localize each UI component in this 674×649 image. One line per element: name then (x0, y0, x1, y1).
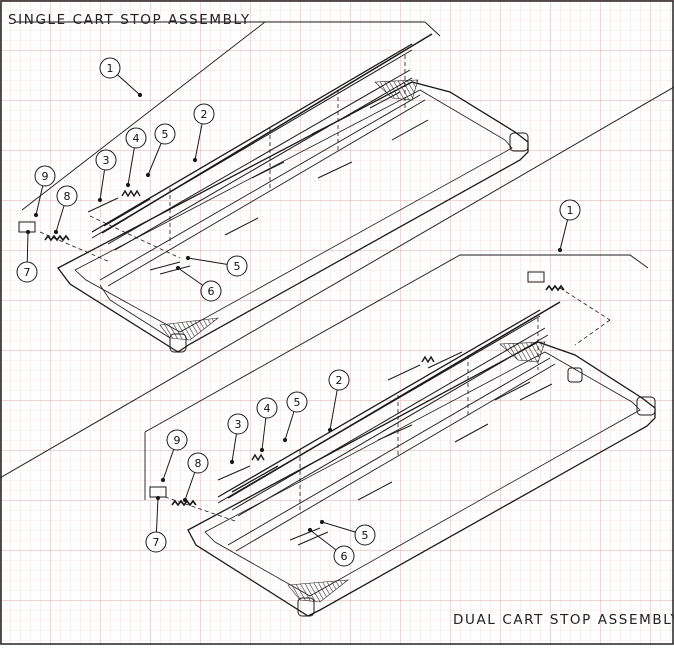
dual-callout-7: 6 (307, 527, 355, 567)
balloon-number: 4 (133, 132, 140, 145)
leader-tip (125, 182, 131, 188)
balloon-circle (227, 413, 249, 435)
balloon-circle (226, 255, 248, 277)
dual-assembly-title: DUAL CART STOP ASSEMBLY (453, 612, 674, 628)
balloon-circle (333, 545, 355, 567)
leader-tip (160, 477, 166, 483)
single-callout-1: 1 (99, 57, 143, 98)
leader-tip (137, 92, 143, 98)
balloon-number: 5 (362, 529, 369, 542)
balloon-number: 5 (234, 260, 241, 273)
balloon-number: 6 (208, 285, 215, 298)
single-callout-6: 5 (185, 255, 248, 277)
dual-callout-frame (144, 254, 649, 433)
leader-tip (259, 447, 265, 453)
balloon-number: 6 (341, 550, 348, 563)
balloon-circle (354, 524, 376, 546)
leader-tip (307, 527, 313, 533)
dual-hatch-front (287, 579, 349, 603)
balloon-number: 3 (103, 154, 110, 167)
leader-tip (327, 427, 333, 433)
balloon-number: 1 (107, 62, 114, 75)
leader-tip (282, 437, 288, 443)
balloon-number: 9 (174, 434, 181, 447)
balloon-circle (559, 199, 581, 221)
leader-tip (192, 157, 198, 163)
balloon-number: 4 (264, 402, 271, 415)
balloon-number: 8 (64, 190, 71, 203)
dual-callout-1: 1 (557, 199, 581, 253)
balloon-circle (286, 391, 308, 413)
dual-callout-3: 3 (227, 413, 249, 465)
single-callout-4: 4 (125, 127, 147, 188)
single-callout-8: 7 (16, 229, 38, 283)
dual-assembly (144, 254, 656, 617)
single-base-tray (57, 81, 529, 353)
single-callout-5: 5 (145, 123, 176, 178)
balloon-number: 7 (153, 536, 160, 549)
leader-tip (53, 229, 59, 235)
callout-balloons: 1 2 3 4 5 5 6 7 8 9 1 2 3 4 5 5 6 7 8 9 (16, 57, 581, 567)
balloon-circle (34, 165, 56, 187)
leader-tip (319, 519, 325, 525)
balloon-circle (145, 531, 167, 553)
balloon-number: 5 (162, 128, 169, 141)
single-callout-9: 8 (53, 185, 78, 235)
section-divider (0, 86, 674, 479)
single-callout-7: 6 (175, 265, 222, 302)
balloon-number: 5 (294, 396, 301, 409)
leader-tip (25, 229, 31, 235)
leader-tip (229, 459, 235, 465)
balloon-number: 1 (567, 204, 574, 217)
dual-callout-9: 8 (182, 452, 209, 503)
single-callout-10: 9 (33, 165, 56, 218)
balloon-circle (95, 149, 117, 171)
balloon-number: 9 (42, 170, 49, 183)
balloon-circle (125, 127, 147, 149)
balloon-circle (154, 123, 176, 145)
balloon-circle (193, 103, 215, 125)
dual-callout-6: 5 (319, 519, 376, 546)
balloon-circle (56, 185, 78, 207)
balloon-circle (200, 280, 222, 302)
balloon-circle (16, 261, 38, 283)
dual-callout-4: 4 (256, 397, 278, 453)
dual-callout-5: 5 (282, 391, 308, 443)
balloon-circle (187, 452, 209, 474)
leader-tip (182, 497, 188, 503)
single-callout-2: 2 (192, 103, 215, 163)
dual-callout-10: 9 (160, 429, 188, 483)
leader-tip (97, 197, 103, 203)
single-assembly (15, 21, 529, 353)
balloon-number: 2 (201, 108, 208, 121)
balloon-number: 2 (336, 374, 343, 387)
dual-callout-8: 7 (145, 495, 167, 553)
balloon-circle (256, 397, 278, 419)
leader-tip (557, 247, 563, 253)
balloon-number: 7 (24, 266, 31, 279)
dual-callout-2: 2 (327, 369, 350, 433)
balloon-circle (99, 57, 121, 79)
single-callout-3: 3 (95, 149, 117, 203)
balloon-number: 8 (195, 457, 202, 470)
leader-tip (175, 265, 181, 271)
leader-tip (145, 172, 151, 178)
leader-tip (33, 212, 39, 218)
leader-tip (155, 495, 161, 501)
balloon-circle (328, 369, 350, 391)
dual-base-tray (187, 341, 656, 617)
single-assembly-title: SINGLE CART STOP ASSEMBLY (8, 12, 251, 28)
balloon-circle (166, 429, 188, 451)
balloon-number: 3 (235, 418, 242, 431)
leader-tip (185, 255, 191, 261)
